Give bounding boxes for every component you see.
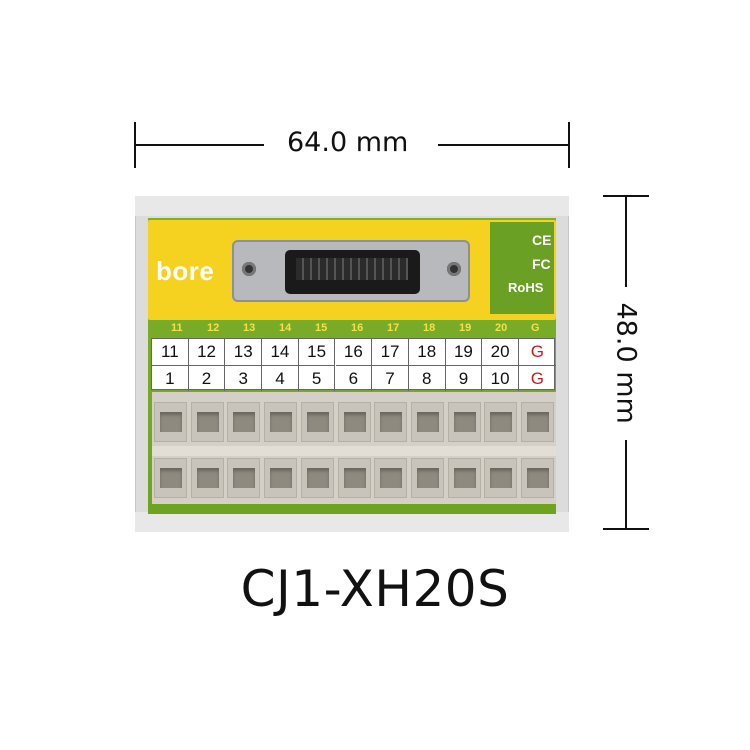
terminal-hole xyxy=(233,412,256,432)
terminal-slot xyxy=(264,402,298,442)
pin-label-table: 11 12 13 14 15 16 17 18 19 20 G 1 2 3 4 … xyxy=(151,338,556,391)
terminal-slot xyxy=(264,458,298,498)
screw-right-icon xyxy=(447,262,461,276)
terminal-slot xyxy=(300,402,334,442)
terminal-hole xyxy=(453,468,476,488)
rail-bottom-edge xyxy=(135,512,569,532)
terminal-slot xyxy=(447,458,481,498)
ce-mark: CE xyxy=(532,232,552,248)
pin-label: 14 xyxy=(262,339,299,365)
silk-label: 18 xyxy=(423,322,436,334)
silk-label: 17 xyxy=(387,322,400,334)
pin-label: 9 xyxy=(445,365,483,391)
pin-label: 16 xyxy=(336,339,373,365)
terminal-slot xyxy=(190,458,224,498)
pin-label: 4 xyxy=(262,365,299,391)
silk-label: 11 xyxy=(171,322,183,334)
terminal-slot xyxy=(337,402,371,442)
silk-label: 13 xyxy=(243,322,256,334)
terminal-slot xyxy=(337,458,371,498)
pin-label: 10 xyxy=(482,365,519,391)
rail-top-edge xyxy=(135,196,569,216)
terminal-divider xyxy=(152,446,556,456)
pin-label: 13 xyxy=(225,339,263,365)
silk-label: 16 xyxy=(351,322,364,334)
terminal-slot xyxy=(410,402,444,442)
silk-label: G xyxy=(531,322,540,334)
pin-label: 11 xyxy=(152,339,189,365)
terminal-hole xyxy=(343,412,366,432)
ground-label: G xyxy=(519,365,556,391)
pin-label: 19 xyxy=(446,339,483,365)
terminal-slot xyxy=(374,402,408,442)
terminal-hole xyxy=(196,468,219,488)
pin-label: 2 xyxy=(188,365,226,391)
silk-label: 15 xyxy=(315,322,328,334)
pin-label: 1 xyxy=(152,365,189,391)
terminal-hole xyxy=(306,468,329,488)
silk-label: 14 xyxy=(279,322,292,334)
silk-label: 19 xyxy=(459,322,472,334)
terminal-hole xyxy=(416,412,439,432)
terminal-hole xyxy=(196,412,219,432)
height-dim-label: 48.0 mm xyxy=(610,302,642,424)
pin-label: 3 xyxy=(225,365,263,391)
terminal-hole xyxy=(380,412,403,432)
terminal-slot xyxy=(154,458,187,498)
terminal-hole xyxy=(527,468,549,488)
height-dim-line-bottom xyxy=(625,440,627,530)
pin-label: 8 xyxy=(408,365,446,391)
ground-label: G xyxy=(530,342,544,361)
fc-mark: FC xyxy=(532,256,551,272)
pin-label: 12 xyxy=(189,339,226,365)
terminal-hole xyxy=(270,412,293,432)
terminal-hole xyxy=(490,412,513,432)
terminal-slot xyxy=(300,458,334,498)
pin-label: 20 xyxy=(482,339,519,365)
height-dim-line-top xyxy=(625,195,627,287)
pin-label: 18 xyxy=(409,339,446,365)
screw-left-icon xyxy=(242,262,256,276)
terminal-hole xyxy=(490,468,513,488)
silkscreen-labels: 11 12 13 14 15 16 17 18 19 20 G xyxy=(160,322,552,336)
width-dim-line-right xyxy=(438,144,570,146)
terminal-slot xyxy=(521,458,554,498)
rohs-mark: RoHS xyxy=(508,280,544,295)
terminal-slot xyxy=(484,402,518,442)
terminal-slot xyxy=(190,402,224,442)
terminal-slot xyxy=(447,402,481,442)
silk-label: 20 xyxy=(495,322,508,334)
terminal-slot xyxy=(521,402,554,442)
pin-label: 17 xyxy=(372,339,409,365)
silk-label: 12 xyxy=(207,322,220,334)
width-dim-line-left xyxy=(134,144,264,146)
terminal-slot xyxy=(227,458,261,498)
terminal-hole xyxy=(233,468,256,488)
terminal-slot xyxy=(410,458,444,498)
terminal-slot xyxy=(484,458,518,498)
terminal-slot xyxy=(227,402,261,442)
terminal-slot xyxy=(154,402,187,442)
terminal-hole xyxy=(453,412,476,432)
width-dim-label: 64.0 mm xyxy=(287,127,409,158)
product-name: CJ1-XH20S xyxy=(240,560,510,618)
connector-pins xyxy=(296,258,408,280)
terminal-hole xyxy=(160,468,182,488)
pin-label: 7 xyxy=(372,365,409,391)
brand-logo: bore xyxy=(156,256,215,286)
pin-label: 15 xyxy=(299,339,336,365)
terminal-hole xyxy=(380,468,403,488)
terminal-hole xyxy=(416,468,439,488)
pcb-cert-area xyxy=(490,222,554,314)
terminal-hole xyxy=(306,412,329,432)
terminal-hole xyxy=(270,468,293,488)
pin-label: 6 xyxy=(335,365,373,391)
terminal-hole xyxy=(527,412,549,432)
terminal-hole xyxy=(343,468,366,488)
pin-label: 5 xyxy=(298,365,336,391)
terminal-slot xyxy=(374,458,408,498)
terminal-hole xyxy=(160,412,182,432)
